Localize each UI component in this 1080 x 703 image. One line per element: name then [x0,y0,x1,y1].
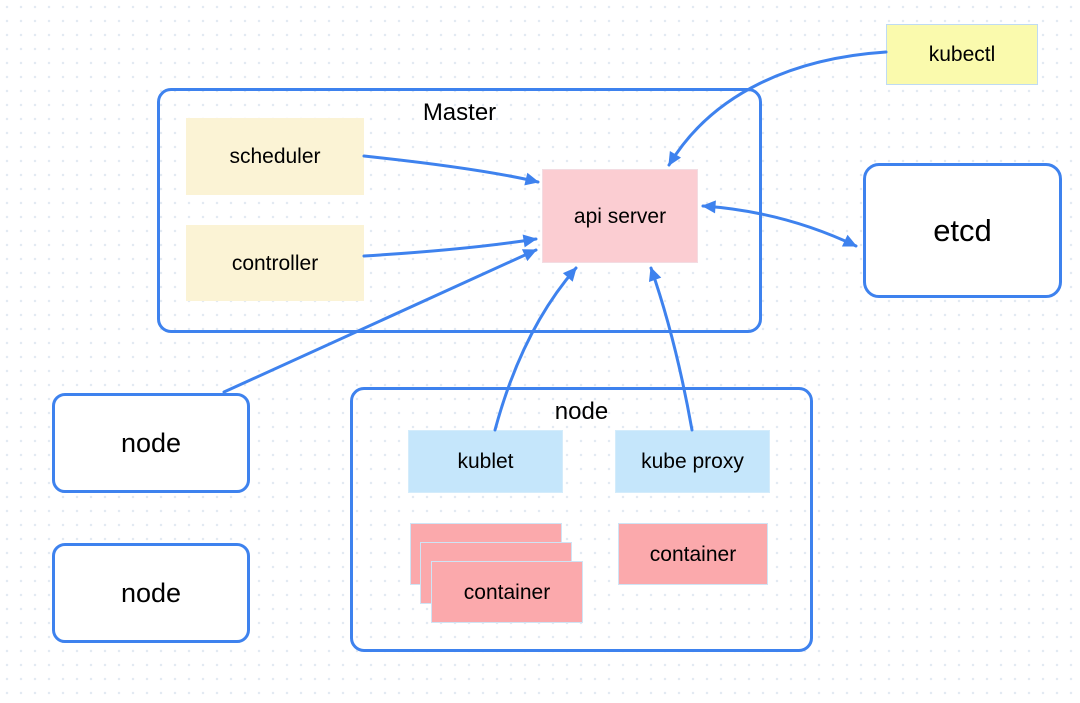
container-stack-label: container [463,580,551,604]
etcd-label: etcd [933,213,992,248]
scheduler-label: scheduler [229,145,321,168]
node-left-top-label: node [120,427,182,458]
container-stack-box: container [431,561,583,623]
controller-label: controller [231,251,319,275]
kublet-label: kublet [457,450,514,473]
controller-box: controller [186,225,364,301]
kubectl-box: kubectl [886,24,1038,85]
api-server-box: api server [542,169,698,263]
node-left-bottom-box: node [52,543,250,643]
container-single-box: container [618,523,768,585]
container-single-label: container [649,542,737,566]
kubectl-label: kubectl [928,43,996,66]
kube-proxy-label: kube proxy [641,450,744,473]
node-left-top-box: node [52,393,250,493]
api-server-label: api server [573,204,667,228]
node-left-bottom-label: node [120,577,182,608]
master-group-title: Master [422,99,497,126]
kube-proxy-box: kube proxy [615,430,770,493]
kublet-box: kublet [408,430,563,493]
etcd-box: etcd [863,163,1062,298]
worker-node-title: node [554,398,609,425]
scheduler-box: scheduler [186,118,364,195]
